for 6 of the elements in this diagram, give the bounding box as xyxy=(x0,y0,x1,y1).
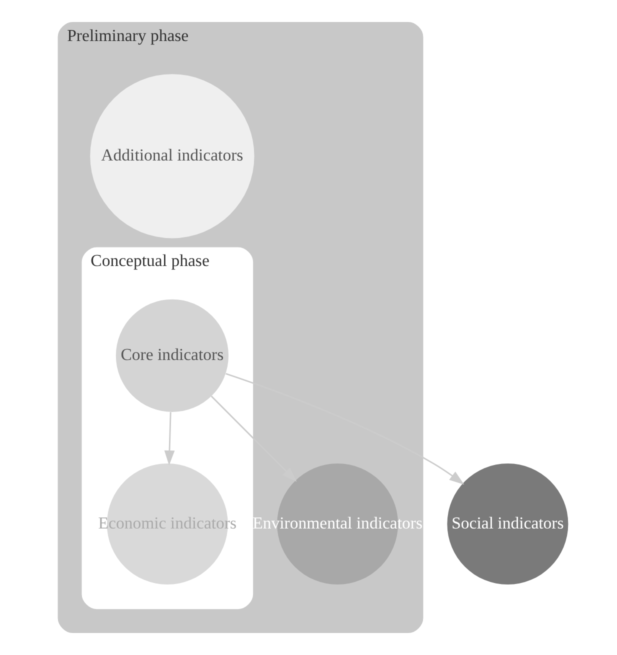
node-circle: Core indicators xyxy=(116,299,229,412)
node-label: Environmental indicators xyxy=(252,513,423,532)
node-label: Economic indicators xyxy=(98,513,237,532)
node-circle: Additional indicators xyxy=(90,74,254,238)
arrow xyxy=(226,373,464,485)
arrow xyxy=(164,412,175,466)
